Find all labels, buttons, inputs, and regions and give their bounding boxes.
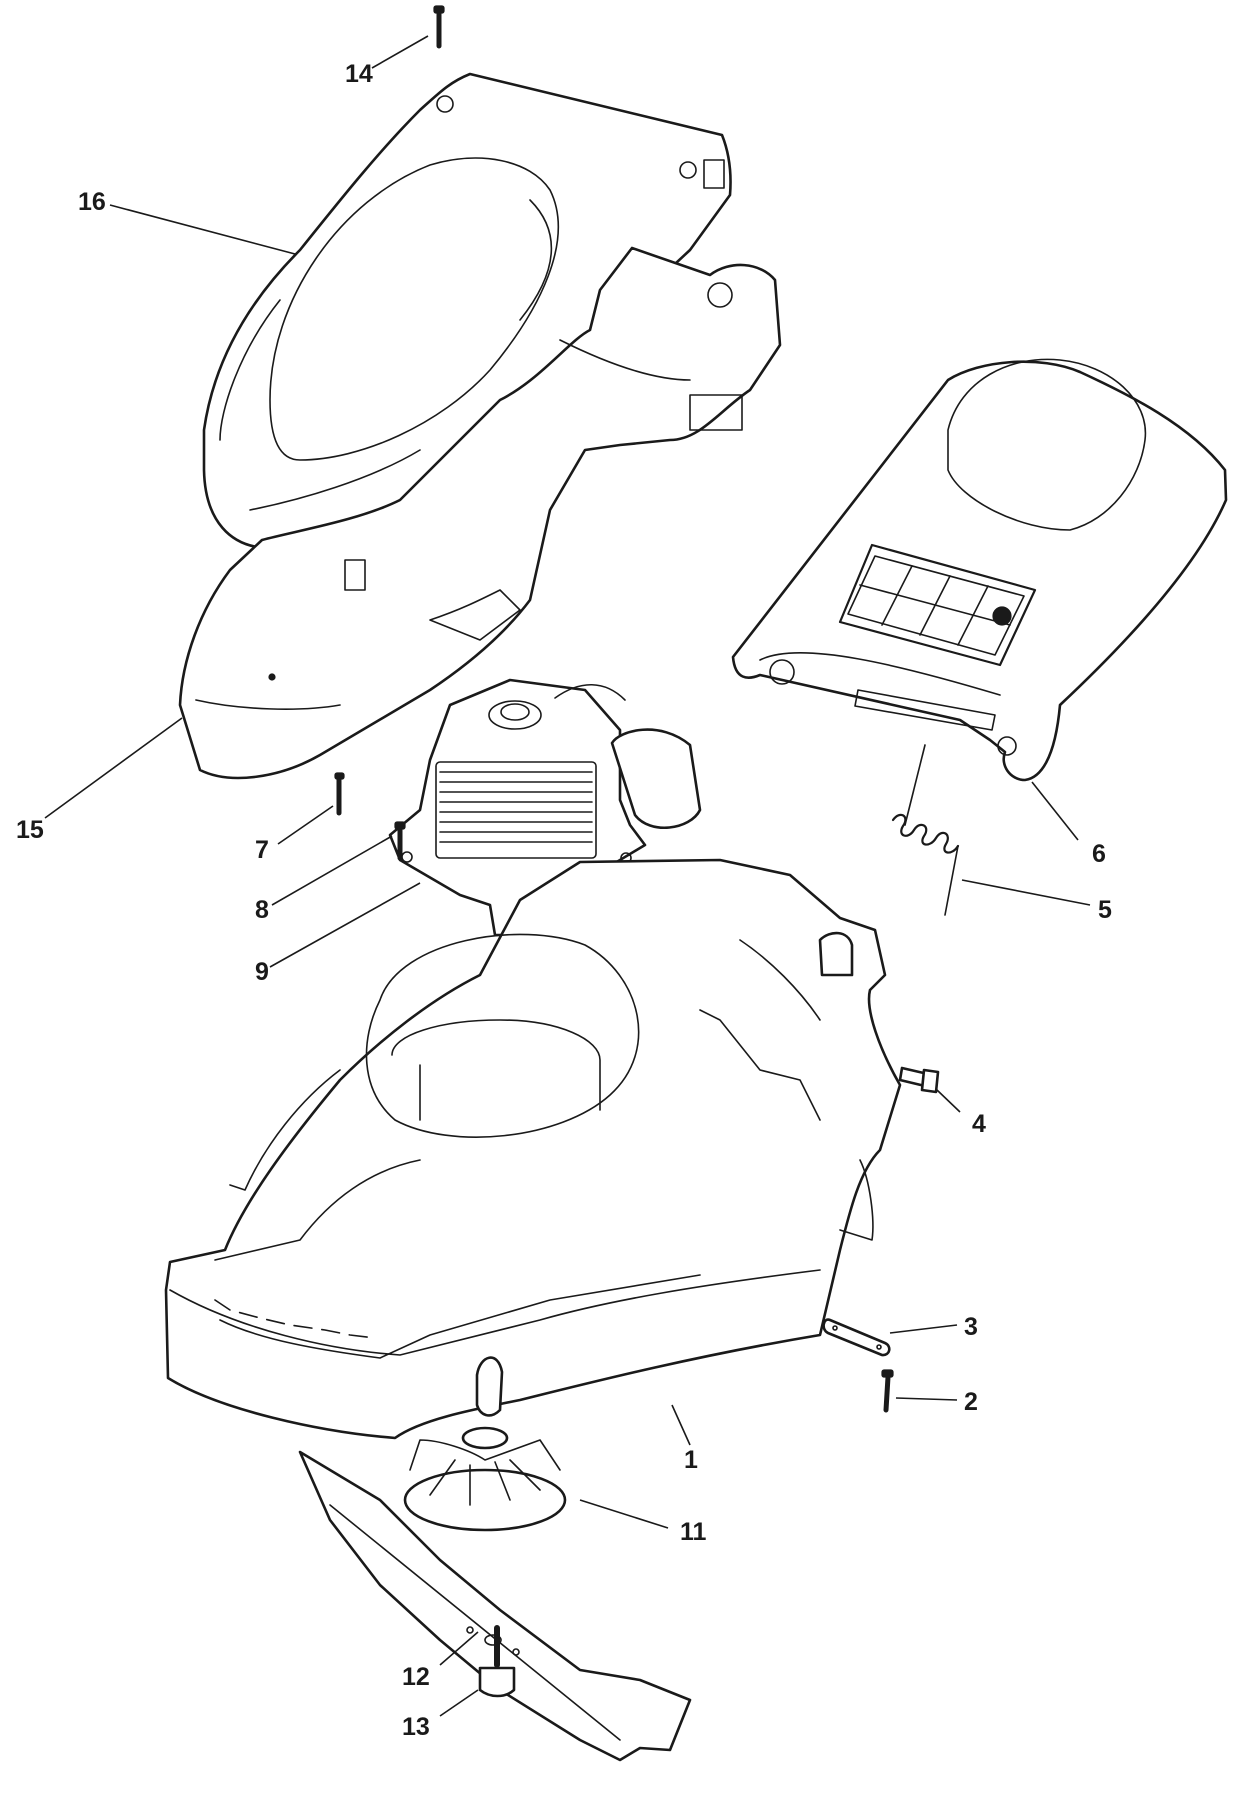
callout-labels: 14 16 15 7 8 9 6 5 4 3 2 1 11 12 13: [16, 60, 1112, 1741]
warning-label-sticker: [838, 543, 1037, 667]
leader-6: [1031, 781, 1079, 841]
callout-1: 1: [684, 1446, 698, 1474]
callout-7: 7: [255, 836, 269, 864]
part-8-screw: [394, 821, 406, 861]
leader-7: [277, 805, 334, 845]
leader-2: [895, 1397, 958, 1401]
callout-14: 14: [345, 60, 373, 88]
part-4-bolt: [898, 1066, 940, 1094]
leader-lines: [44, 35, 1091, 1717]
callout-4: 4: [972, 1110, 986, 1138]
callout-9: 9: [255, 958, 269, 986]
part-6-rear-flap: [731, 358, 1228, 782]
part-12-blade: [298, 1450, 692, 1762]
leader-16: [109, 204, 296, 255]
leader-14: [371, 35, 429, 69]
leader-9: [269, 882, 421, 968]
leader-13: [439, 1689, 479, 1717]
leader-4: [936, 1089, 961, 1113]
motor-windings: [439, 771, 593, 843]
part-1-mower-deck: [164, 858, 902, 1440]
leader-1: [671, 1404, 691, 1446]
callout-2: 2: [964, 1388, 978, 1416]
part-11-fan: [403, 1426, 567, 1532]
leader-11: [579, 1499, 669, 1529]
callout-11: 11: [680, 1518, 707, 1546]
callout-12: 12: [402, 1663, 430, 1691]
callout-3: 3: [964, 1313, 978, 1341]
callout-8: 8: [255, 896, 269, 924]
leader-12: [439, 1631, 479, 1666]
leader-8: [271, 835, 393, 906]
part-2-screw: [881, 1369, 894, 1413]
callout-15: 15: [16, 816, 44, 844]
callout-13: 13: [402, 1713, 430, 1741]
part-7-screw: [334, 772, 345, 816]
callout-6: 6: [1092, 840, 1106, 868]
callout-16: 16: [78, 188, 106, 216]
part-15-rear-housing: [178, 246, 782, 780]
part-14-screw: [433, 5, 445, 49]
part-3-link-plate: [822, 1318, 891, 1357]
leader-5: [961, 879, 1091, 906]
part-13-blade-bolt: [478, 1625, 516, 1698]
leader-3: [889, 1324, 958, 1334]
part-5-spring: [891, 744, 960, 916]
leader-15: [44, 717, 183, 819]
callout-5: 5: [1098, 896, 1112, 924]
